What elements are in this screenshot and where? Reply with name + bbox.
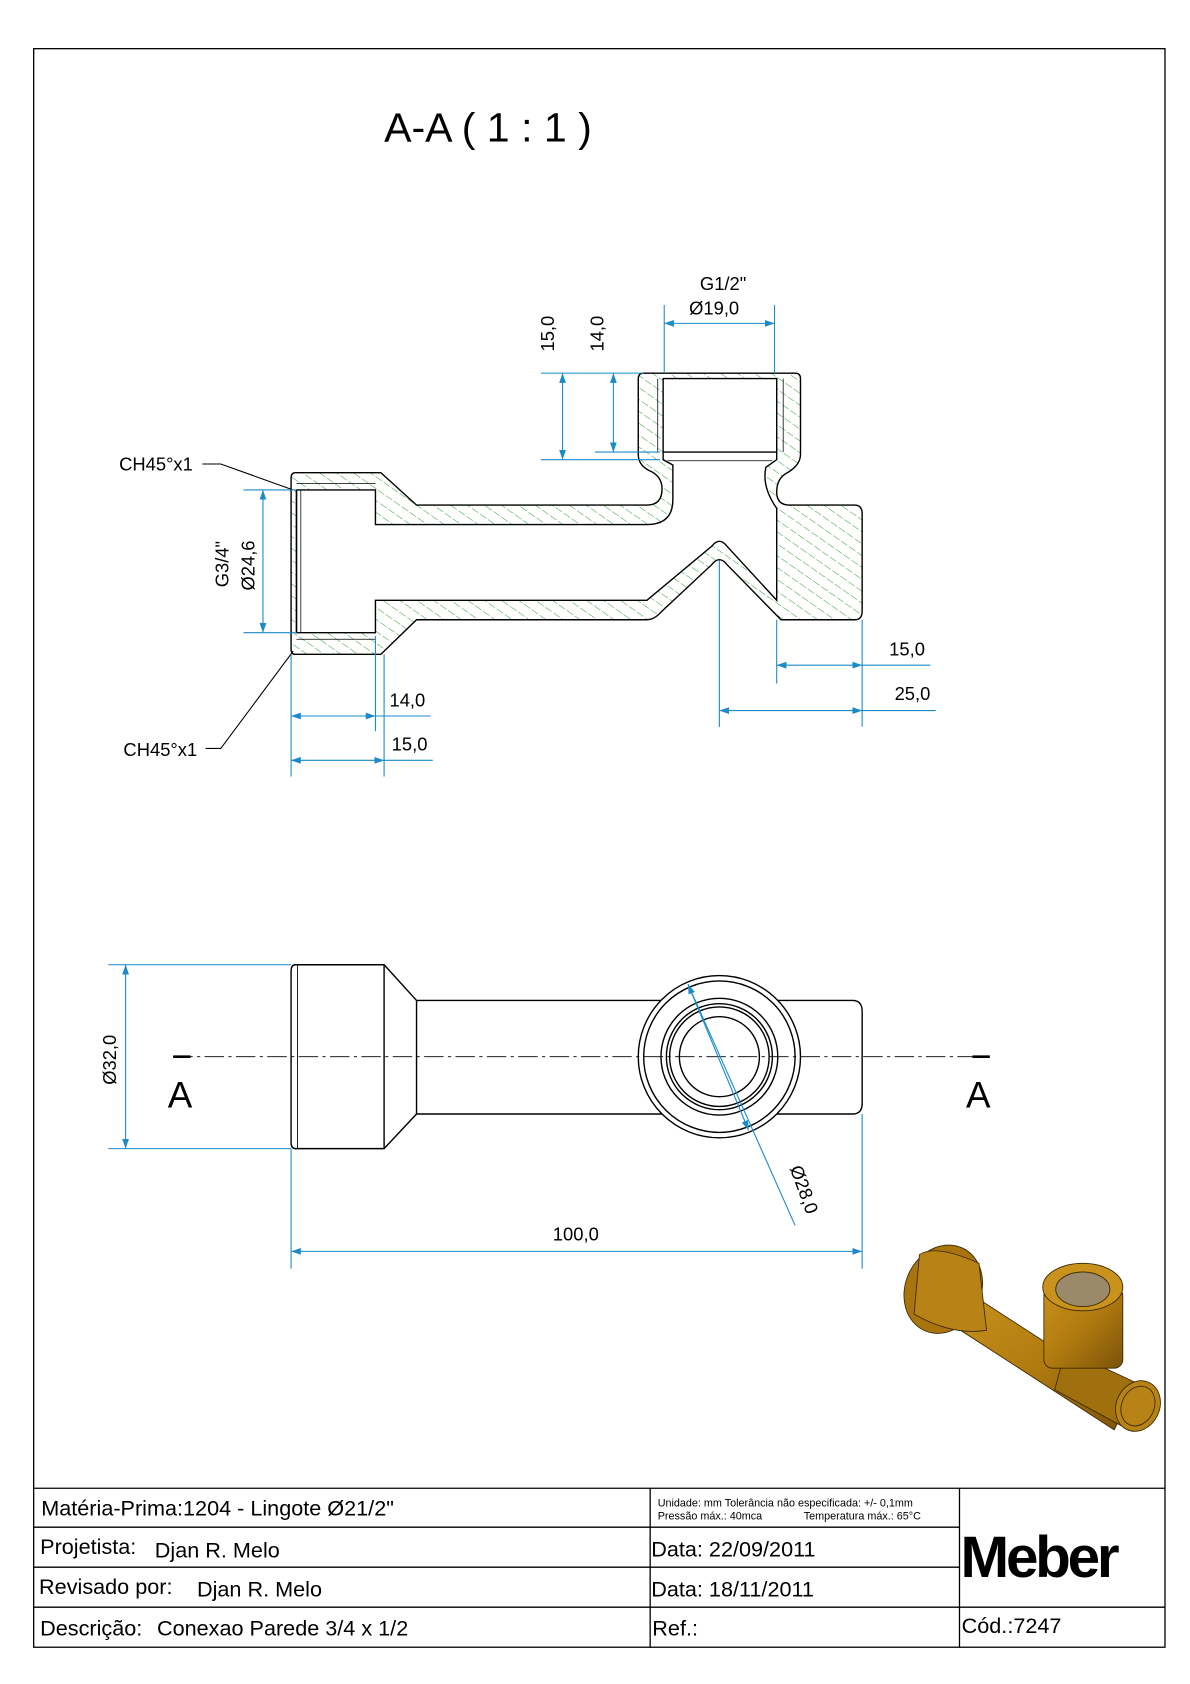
descricao-value: Conexao Parede 3/4 x 1/2 [157, 1615, 408, 1640]
section-view: G1/2" Ø19,0 15,0 14,0 CH45°x1 CH45°x1 G3… [119, 273, 936, 777]
meber-logo: Meber [961, 1525, 1119, 1590]
section-marker-left: A [168, 1075, 193, 1116]
date-revised: Data: 18/11/2011 [651, 1576, 814, 1601]
note-line-1: Unidade: mm Tolerância não especificada:… [658, 1498, 913, 1510]
materia-value: 1204 - Lingote Ø21/2" [183, 1495, 394, 1520]
projetista-value: Djan R. Melo [155, 1537, 280, 1562]
dim-right-25: 25,0 [895, 683, 931, 704]
dim-dia-19: Ø19,0 [689, 298, 739, 319]
dim-thread-g34: G3/4" [211, 541, 232, 587]
svg-text:Matéria-Prima:1204 - Lingote Ø: Matéria-Prima:1204 - Lingote Ø21/2" [41, 1495, 394, 1520]
dim-thread-g12: G1/2" [700, 273, 746, 294]
materia-label: Matéria-Prima: [41, 1495, 183, 1520]
projetista-label: Projetista: [40, 1534, 136, 1559]
note-temperature: Temperatura máx.: 65°C [804, 1511, 921, 1523]
dim-length-100: 100,0 [553, 1224, 599, 1245]
section-marker-right: A [966, 1075, 991, 1116]
cod-label: Cód.: [962, 1613, 1014, 1638]
dim-len-15: 15,0 [392, 734, 428, 755]
ref-label: Ref.: [652, 1615, 698, 1640]
descricao-label: Descrição: [40, 1615, 142, 1640]
cod-value: 7247 [1013, 1613, 1061, 1638]
dim-right-15: 15,0 [889, 638, 925, 659]
dim-depth-14: 14,0 [587, 316, 608, 352]
view-title: A-A ( 1 : 1 ) [384, 105, 592, 151]
section-hatched-body [290, 372, 863, 656]
title-block: Matéria-Prima:1204 - Lingote Ø21/2" Unid… [33, 1487, 1165, 1648]
top-view: A A Ø32,0 Ø28,0 100,0 [99, 964, 991, 1269]
dim-dia-32: Ø32,0 [99, 1035, 120, 1085]
revisado-label: Revisado por: [39, 1574, 172, 1599]
revisado-value: Djan R. Melo [197, 1576, 322, 1601]
dim-dia-24-6: Ø24,6 [237, 540, 258, 590]
date-created: Data: 22/09/2011 [651, 1536, 815, 1561]
note-pressure: Pressão máx.: 40mca [658, 1511, 762, 1523]
dim-dia-28: Ø28,0 [786, 1162, 823, 1216]
chamfer-label-top: CH45°x1 [119, 453, 193, 474]
dim-depth-15: 15,0 [537, 316, 558, 352]
isometric-3d-preview [903, 1244, 1161, 1432]
sheet-border [33, 48, 1166, 1648]
svg-text:Cód.:7247: Cód.:7247 [962, 1613, 1062, 1638]
chamfer-label-bottom: CH45°x1 [123, 739, 197, 760]
dim-len-14: 14,0 [390, 689, 426, 710]
